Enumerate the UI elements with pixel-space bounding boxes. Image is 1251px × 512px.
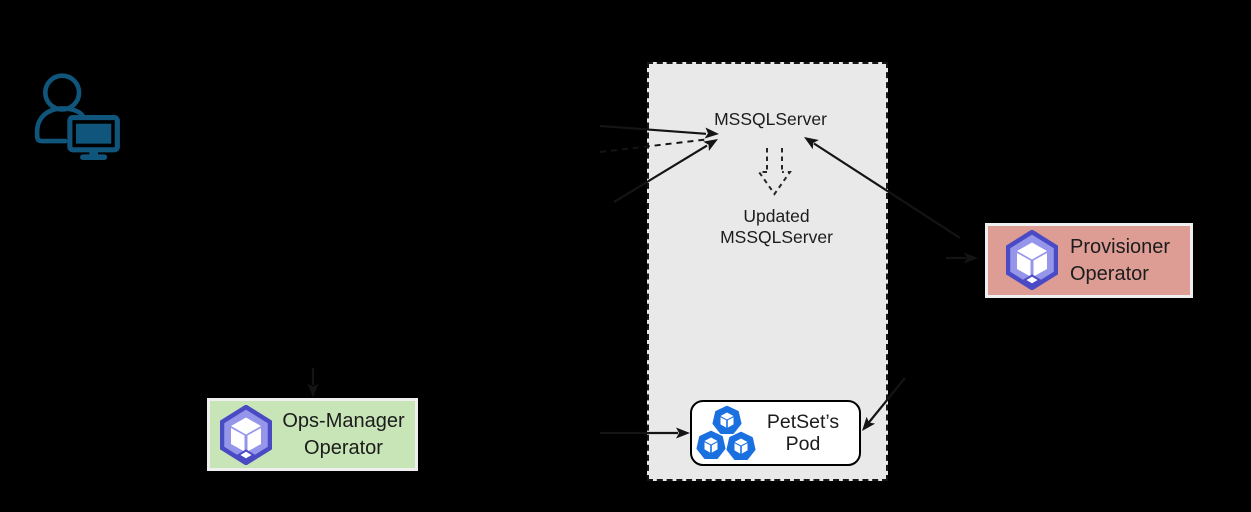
petset-pod-line1: PetSet’s	[766, 410, 840, 433]
dashed-hollow-down-arrow-icon	[757, 148, 792, 196]
pod-icon	[696, 430, 726, 460]
updated-mssqlserver-label: Updated MSSQLServer	[656, 206, 897, 248]
operator-hexagon-cube-icon	[1006, 230, 1058, 290]
mssqlserver-label: MSSQLServer	[650, 109, 891, 130]
ops-manager-operator-box: Ops-Manager Operator	[207, 398, 418, 471]
ops-manager-line2: Operator	[304, 436, 383, 459]
kubernetes-pods-icon	[696, 405, 756, 461]
updated-mssqlserver-line2: MSSQLServer	[720, 227, 833, 247]
person-at-computer-icon	[34, 73, 120, 160]
provisioner-operator-box: Provisioner Operator	[985, 223, 1193, 298]
arrow-to-ops-manager-box	[307, 368, 319, 398]
provisioner-operator-label: Provisioner Operator	[1070, 226, 1170, 295]
mssqlserver-label-text: MSSQLServer	[714, 109, 827, 129]
provisioner-line1: Provisioner	[1070, 236, 1171, 258]
ops-manager-operator-label: Ops-Manager Operator	[274, 401, 413, 468]
arrow-to-provisioner-box	[946, 252, 978, 264]
operator-hexagon-cube-icon	[220, 405, 272, 465]
updated-mssqlserver-line1: Updated	[743, 206, 810, 226]
pod-icon	[726, 431, 756, 461]
petset-pod-line2: Pod	[785, 433, 821, 455]
provisioner-line2: Operator	[1070, 262, 1149, 285]
ops-manager-line1: Ops-Manager	[282, 410, 405, 432]
pod-icon	[712, 405, 742, 435]
petset-pod-label: PetSet’s Pod	[752, 400, 854, 466]
